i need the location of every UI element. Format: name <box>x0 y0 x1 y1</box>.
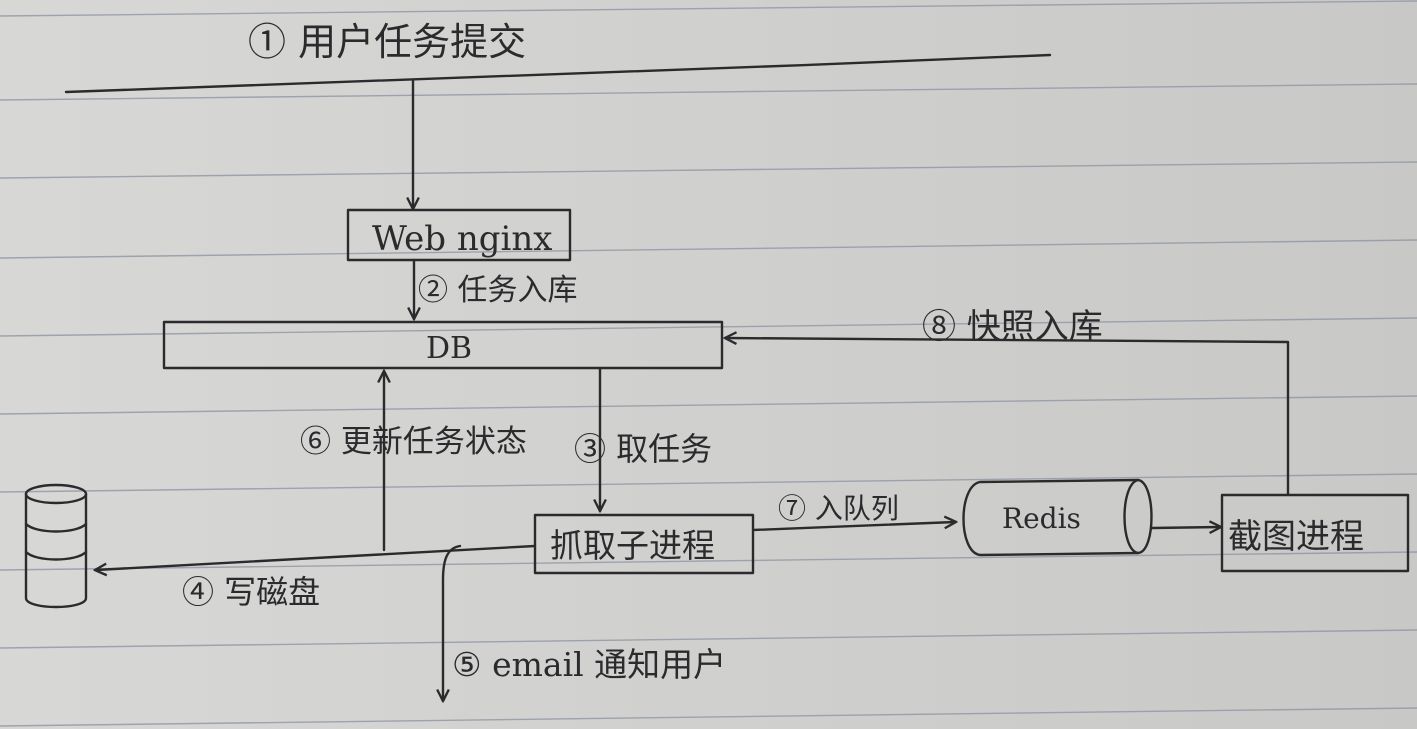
step3-label: ③ 取任务 <box>574 430 712 468</box>
disk-cylinder-icon <box>24 483 88 609</box>
step1-label: ① 用户任务提交 <box>248 20 526 64</box>
arrow-snapshot-to-db <box>726 338 1290 497</box>
redis-label: Redis <box>1002 502 1081 535</box>
screenshot-process-box <box>1220 493 1410 573</box>
arrow-crawler-to-redis <box>751 522 955 532</box>
screenshot-label: 截图进程 <box>1228 517 1364 557</box>
web-box-label: Web nginx <box>372 219 552 259</box>
web-nginx-box <box>346 208 572 262</box>
step8-label: ⑧ 快照入库 <box>922 307 1103 347</box>
step7-label: ⑦ 入队列 <box>778 492 899 525</box>
step5-label: ⑤ email 通知用户 <box>452 645 726 684</box>
step4-label: ④ 写磁盘 <box>182 573 320 611</box>
arrow-email-notify <box>443 544 462 700</box>
db-label: DB <box>426 331 472 366</box>
arrow-redis-to-screenshot <box>1150 527 1220 528</box>
arrow-crawler-to-disk <box>96 544 537 570</box>
step6-label: ⑥ 更新任务状态 <box>300 424 527 460</box>
db-box <box>162 320 724 370</box>
crawler-label: 抓取子进程 <box>550 526 715 565</box>
step2-label: ② 任务入库 <box>418 273 578 308</box>
user-submit-line <box>64 53 1052 94</box>
crawler-process-box <box>533 513 755 575</box>
